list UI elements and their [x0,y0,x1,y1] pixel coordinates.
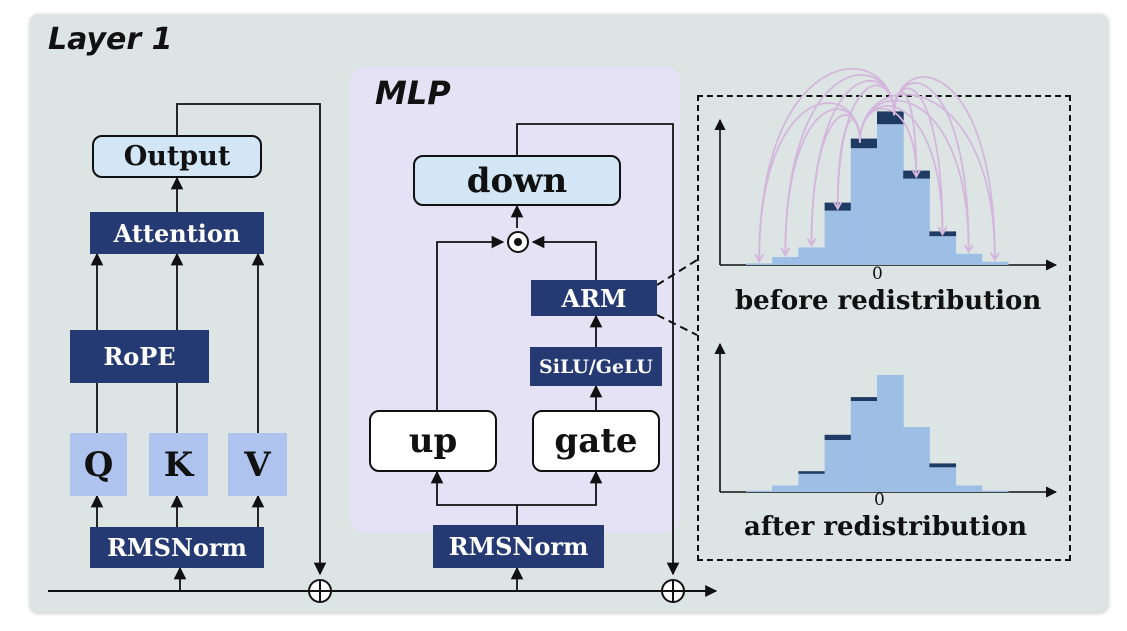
histogram-bar-excess [798,471,826,474]
rmsnorm-box-attention: RMSNorm [90,527,264,568]
histogram-bar [903,178,930,265]
redistribution-arc-head [754,253,764,264]
histogram-bar [746,263,773,265]
redistribution-arc-head [937,226,948,237]
histogram-bar [746,490,773,492]
histogram-bar [981,261,1009,265]
histogram-bar [903,427,930,492]
histogram-bar [772,257,799,265]
redistribution-arc-head [806,237,817,248]
histogram-bar-excess [929,463,957,468]
histogram-after [714,342,1058,498]
redistribution-arc [859,93,996,260]
histogram-bar [955,253,983,265]
histogram-bar [929,236,957,265]
residual-add-node-attention [308,579,332,603]
up-box: up [369,410,497,472]
histogram-bar [955,485,983,492]
histogram-bar [798,247,826,265]
before-redistribution-caption: before redistribution [735,286,1042,316]
gate-box: gate [532,410,660,472]
rope-box: RoPE [70,330,209,383]
histogram-bar [850,148,878,265]
histogram-bar [877,124,904,265]
mlp-title: MLP [375,74,451,112]
arm-box: ARM [531,280,657,316]
histogram-bar-excess [824,434,852,440]
redistribution-arc [893,76,996,260]
histogram-bar [929,467,957,492]
redistribution-arc-head [780,247,791,257]
after-redistribution-caption: after redistribution [744,512,1028,542]
histogram-before [714,67,1058,271]
histogram-bar-excess [850,138,878,149]
k-box: K [149,433,208,496]
down-box: down [413,155,621,206]
attention-box: Attention [90,212,264,254]
histogram-bar-excess [850,397,878,401]
rmsnorm-box-mlp: RMSNorm [433,525,604,568]
residual-add-node-mlp [661,579,685,603]
zero-tick-before: 0 [872,264,883,284]
histogram-bar [824,440,852,492]
output-box: Output [92,135,262,178]
zero-tick-after: 0 [874,490,885,510]
redistribution-arc-head [990,252,1000,262]
q-box: Q [70,433,127,496]
activation-box: SiLU/GeLU [530,347,662,386]
redistribution-arc-head [832,201,843,211]
layer-title: Layer 1 [48,22,173,57]
redistribution-arc-head [911,169,922,179]
redistribution-arc-head [963,244,974,254]
histogram-bar [798,473,826,492]
histogram-bar [877,375,904,492]
histogram-bar [850,401,878,492]
histogram-bar [981,490,1009,492]
v-box: V [228,433,287,496]
redistribution-arc [836,84,895,209]
histogram-bar [772,485,799,492]
histogram-bar [824,210,852,265]
